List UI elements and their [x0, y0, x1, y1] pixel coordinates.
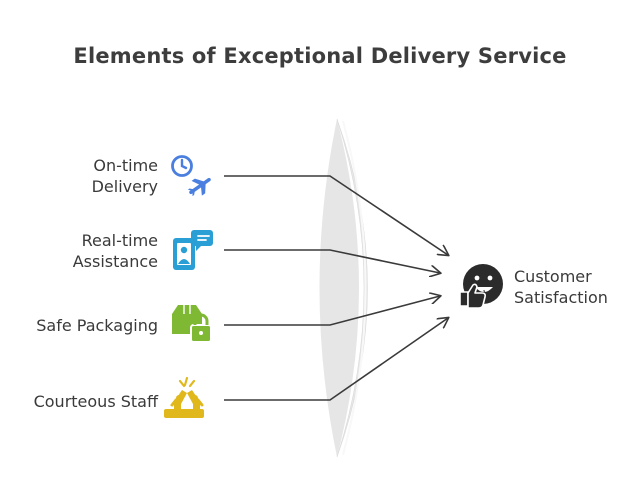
connector-courteous-staff — [224, 318, 448, 401]
label-line: Assistance — [72, 252, 158, 271]
input-label-real-time-assistance: Real-time Assistance — [73, 230, 158, 272]
label-line: Real-time — [81, 231, 158, 250]
input-label-safe-packaging: Safe Packaging — [36, 315, 158, 336]
input-label-courteous-staff: Courteous Staff — [34, 391, 158, 412]
phone-chat-icon — [173, 230, 213, 270]
label-line: On-time — [93, 156, 158, 175]
label-line: Courteous Staff — [33, 392, 158, 411]
smiley-thumbs-up-icon — [459, 264, 503, 309]
label-line: Safe Packaging — [36, 316, 158, 335]
connector-on-time-delivery — [224, 175, 448, 255]
output-label-customer-satisfaction: Customer Satisfaction — [514, 266, 608, 308]
connector-real-time-assistance — [224, 249, 440, 273]
high-five-icon — [164, 376, 204, 418]
clock-airplane-icon — [171, 155, 211, 197]
package-lock-icon — [172, 305, 212, 343]
input-label-on-time-delivery: On-time Delivery — [92, 155, 158, 197]
diagram-title: Elements of Exceptional Delivery Service — [73, 44, 567, 68]
lens-shape — [319, 118, 368, 458]
connector-safe-packaging — [224, 296, 440, 326]
label-line: Delivery — [91, 177, 158, 196]
label-line: Customer — [514, 267, 592, 286]
label-line: Satisfaction — [514, 288, 608, 307]
